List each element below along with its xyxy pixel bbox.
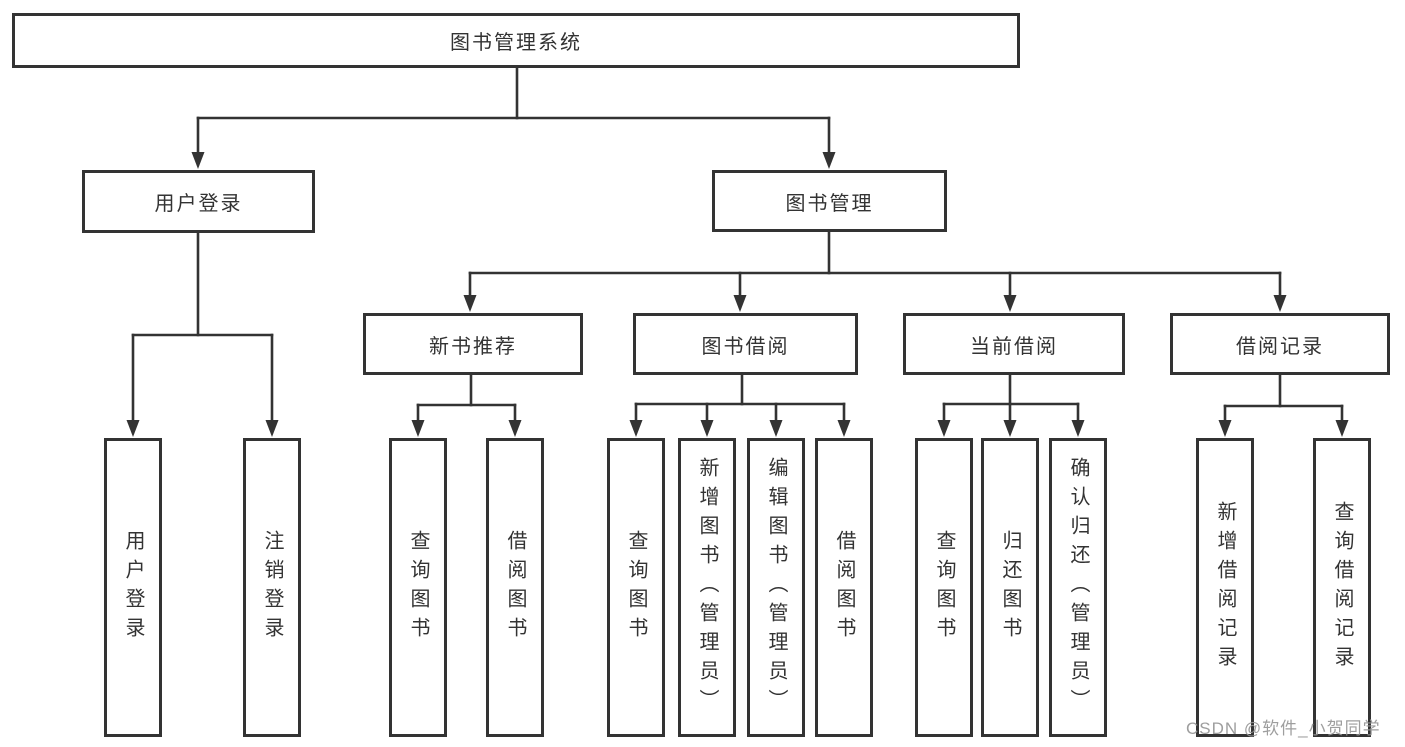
node-label: 编辑图书（管理员） <box>765 457 787 718</box>
node-label: 图书管理系统 <box>450 32 582 54</box>
node-book-management: 图书管理 <box>712 170 947 232</box>
node-label: 注销登录 <box>261 529 283 646</box>
node-book-borrow: 图书借阅 <box>633 313 858 375</box>
csdn-watermark: CSDN @软件_小贺同学 <box>1186 719 1381 738</box>
node-borrow-records: 借阅记录 <box>1170 313 1390 375</box>
node-label: 图书管理 <box>785 192 874 215</box>
leaf-records-query-borrow-record: 查询借阅记录 <box>1313 438 1371 737</box>
node-user-login: 用户登录 <box>82 170 315 233</box>
leaf-borrow-query-books: 查询图书 <box>607 438 665 737</box>
leaf-recommend-query-books: 查询图书 <box>389 438 447 737</box>
node-label: 归还图书 <box>999 529 1021 646</box>
node-label: 查询借阅记录 <box>1331 500 1353 675</box>
leaf-borrow-edit-books-admin: 编辑图书（管理员） <box>747 438 805 737</box>
node-label: 查询图书 <box>407 529 429 646</box>
node-label: 确认归还（管理员） <box>1067 457 1089 718</box>
node-label: 新增图书（管理员） <box>696 457 718 718</box>
leaf-logout-login: 注销登录 <box>243 438 301 737</box>
leaf-records-add-borrow-record: 新增借阅记录 <box>1196 438 1254 737</box>
node-label: 查询图书 <box>933 529 955 646</box>
node-library-management-system: 图书管理系统 <box>12 13 1020 68</box>
leaf-current-query-books: 查询图书 <box>915 438 973 737</box>
leaf-current-confirm-return-admin: 确认归还（管理员） <box>1049 438 1107 737</box>
node-current-borrow: 当前借阅 <box>903 313 1125 375</box>
node-label: 新增借阅记录 <box>1214 500 1236 675</box>
node-label: 新书推荐 <box>429 335 517 358</box>
node-label: 借阅记录 <box>1236 335 1324 358</box>
node-label: 查询图书 <box>625 529 647 646</box>
node-label: 借阅图书 <box>833 529 855 646</box>
leaf-borrow-borrow-books: 借阅图书 <box>815 438 873 737</box>
leaf-user-login: 用户登录 <box>104 438 162 737</box>
leaf-borrow-add-books-admin: 新增图书（管理员） <box>678 438 736 737</box>
node-label: 用户登录 <box>154 193 243 215</box>
node-label: 借阅图书 <box>504 529 526 646</box>
node-label: 用户登录 <box>122 529 144 646</box>
leaf-current-return-books: 归还图书 <box>981 438 1039 737</box>
node-label: 当前借阅 <box>970 335 1058 358</box>
leaf-recommend-borrow-books: 借阅图书 <box>486 438 544 737</box>
node-label: 图书借阅 <box>701 335 790 358</box>
node-new-book-recommend: 新书推荐 <box>363 313 583 375</box>
